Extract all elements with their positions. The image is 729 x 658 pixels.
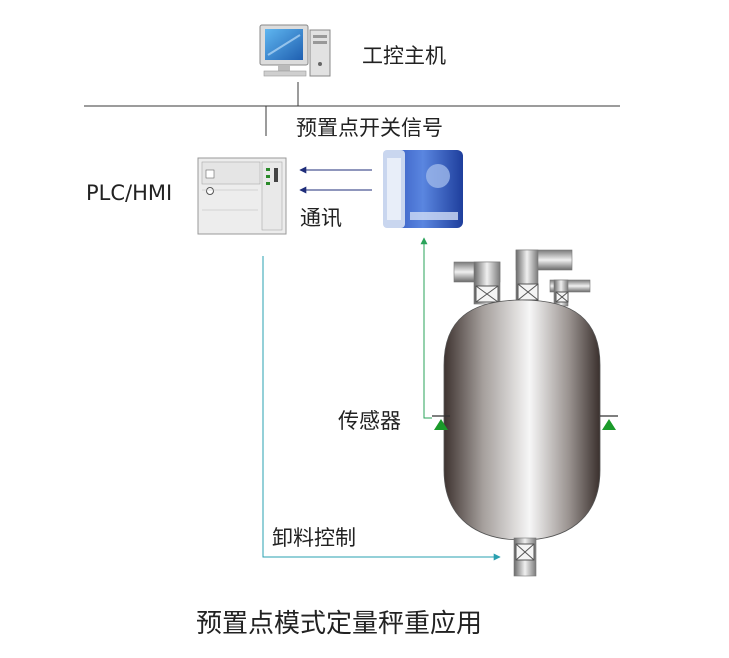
sensor-left-icon xyxy=(432,415,450,430)
sensor-right-icon xyxy=(600,415,618,430)
weighing-controller-icon xyxy=(383,150,463,228)
comm-label: 通讯 xyxy=(300,206,342,230)
discharge-label: 卸料控制 xyxy=(272,526,356,550)
inlet-pipes xyxy=(453,249,591,307)
diagram-title: 预置点模式定量秤重应用 xyxy=(196,609,483,639)
plc-module-icon xyxy=(197,157,287,235)
desktop-computer-icon xyxy=(259,24,331,77)
outlet-pipe xyxy=(513,537,537,577)
storage-tank-icon xyxy=(443,299,601,541)
sensor-label: 传感器 xyxy=(338,409,401,433)
preset-signal-label: 预置点开关信号 xyxy=(296,116,443,140)
sensor-signal-line xyxy=(420,237,432,419)
discharge-control-line xyxy=(262,256,501,561)
plc-label: PLC/HMI xyxy=(86,181,173,205)
host-label: 工控主机 xyxy=(362,44,446,68)
